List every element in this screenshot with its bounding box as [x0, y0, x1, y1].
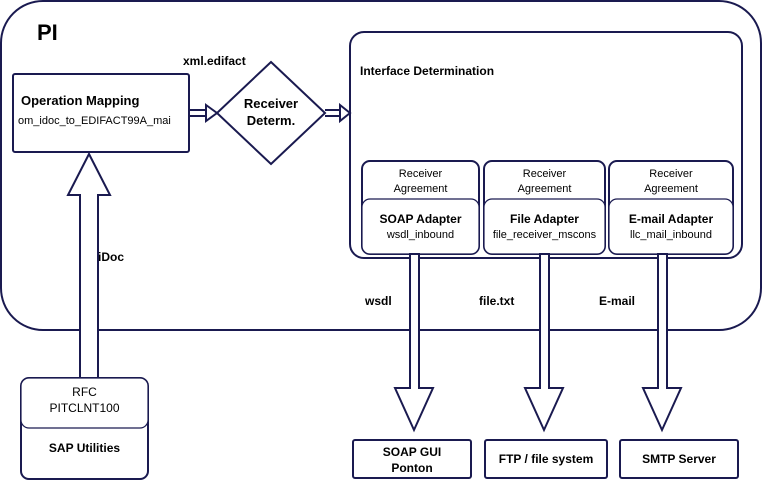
receiver-agreement-email-line2: Agreement — [644, 183, 698, 195]
edge-label-idoc: iDoc — [98, 250, 125, 264]
operation-mapping-box[interactable]: Operation Mapping om_idoc_to_EDIFACT99A_… — [12, 73, 190, 153]
arrow-down-soap — [393, 253, 435, 433]
arrow-opmap-to-receiver-determ — [190, 103, 219, 123]
receiver-agreement-soap-line2: Agreement — [393, 183, 448, 195]
arrow-receiver-determ-to-interface — [325, 102, 352, 124]
target-soap-gui[interactable]: SOAP GUI Ponton — [352, 439, 472, 479]
pi-label: PI — [37, 20, 58, 45]
adapter-email-channel: llc_mail_inbound — [630, 229, 712, 241]
arrow-idoc-up — [66, 151, 112, 381]
receiver-determination-diamond — [215, 60, 327, 166]
arrow-down-file — [523, 253, 565, 433]
adapter-box-email — [608, 198, 734, 255]
receiver-agreement-email-line1: Receiver — [649, 168, 693, 180]
operation-mapping-title: Operation Mapping — [21, 93, 140, 108]
interface-determination-title: Interface Determination — [360, 64, 495, 78]
adapter-soap-channel: wsdl_inbound — [386, 229, 455, 241]
adapter-file-channel: file_receiver_mscons — [492, 229, 597, 241]
adapter-box-soap — [361, 198, 480, 255]
sender-rfc[interactable]: RFC PITCLNT100 — [21, 384, 148, 416]
edge-label-wsdl: wsdl — [365, 294, 392, 308]
target-smtp[interactable]: SMTP Server — [619, 439, 739, 479]
receiver-determination-line1: Receiver — [243, 96, 299, 111]
arrow-down-email — [641, 253, 683, 433]
receiver-agreement-file-line2: Agreement — [517, 183, 572, 195]
receiver-determination-label[interactable]: Receiver Determ. — [226, 95, 316, 129]
receiver-agreement-email[interactable]: Receiver Agreement — [609, 167, 733, 197]
target-ftp-label: FTP / file system — [498, 452, 594, 466]
operation-mapping-name: om_idoc_to_EDIFACT99A_mai — [18, 115, 171, 127]
receiver-determination-line2: Determ. — [246, 113, 296, 128]
adapter-soap-title: SOAP Adapter — [379, 212, 462, 226]
edge-label-file: file.txt — [479, 294, 515, 308]
receiver-agreement-soap-line1: Receiver — [398, 168, 443, 180]
adapter-email[interactable]: E-mail Adapter llc_mail_inbound — [609, 212, 733, 241]
receiver-agreement-file[interactable]: Receiver Agreement — [484, 167, 605, 197]
sender-rfc-line1: RFC — [72, 385, 97, 399]
target-smtp-label: SMTP Server — [642, 452, 716, 466]
receiver-agreement-soap[interactable]: Receiver Agreement — [362, 167, 479, 197]
edge-label-email: E-mail — [599, 294, 636, 308]
target-soap-gui-line1: SOAP GUI — [382, 445, 442, 459]
sender-rfc-box — [20, 377, 149, 429]
target-soap-gui-line2: Ponton — [391, 461, 433, 475]
receiver-agreement-file-line1: Receiver — [522, 168, 567, 180]
adapter-file[interactable]: File Adapter file_receiver_mscons — [484, 212, 605, 241]
sender-rfc-line2: PITCLNT100 — [49, 401, 120, 415]
sender-system: SAP Utilities — [48, 441, 121, 455]
adapter-soap[interactable]: SOAP Adapter wsdl_inbound — [362, 212, 479, 241]
edge-label-xml: xml.edifact — [183, 54, 246, 68]
adapter-file-title: File Adapter — [510, 212, 579, 226]
adapter-email-title: E-mail Adapter — [628, 212, 714, 226]
target-ftp[interactable]: FTP / file system — [484, 439, 608, 479]
